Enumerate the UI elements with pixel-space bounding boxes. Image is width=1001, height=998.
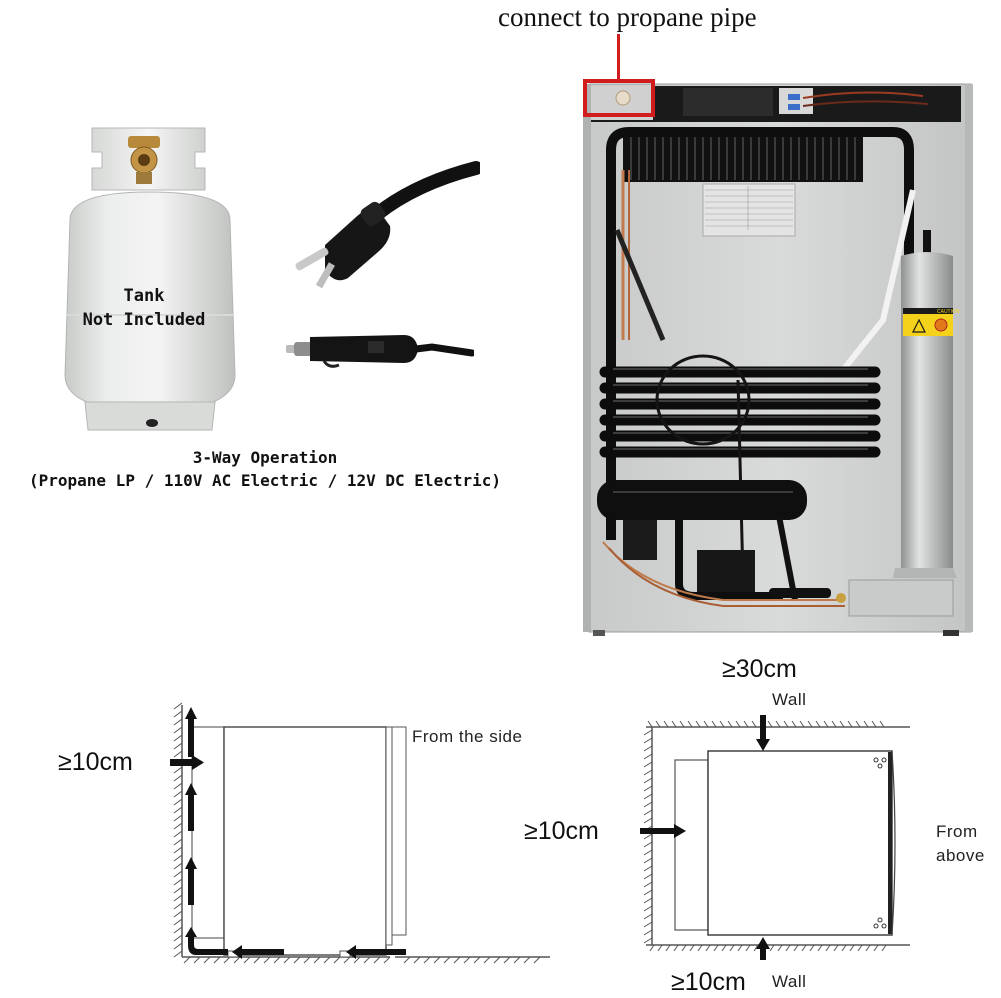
bottom-clearance-label: ≥10cm [671,968,746,996]
top-view-caption: From above [936,820,985,868]
bottom-wall-label: Wall [772,972,807,991]
side-rear-clearance-label: ≥10cm [58,748,133,776]
caution-label: CAUTION [937,309,960,315]
fridge-rear-absorption-unit: CAUTION [583,83,973,636]
top-view-clearance-diagram [640,715,910,960]
top-view-caption-line2: above [936,846,985,865]
side-view-clearance-diagram [170,702,550,964]
dc-car-plug-icon [286,335,474,368]
rear-wall-clearance-label: ≥10cm [524,817,599,845]
side-view-caption: From the side [412,727,523,746]
top-clearance-label: ≥30cm [722,655,797,683]
propane-tank-icon [64,127,236,431]
callout-leader-line [617,34,620,81]
tank-label-line2: Not Included [82,310,206,330]
three-way-operation-caption: 3-Way Operation (Propane LP / 110V AC El… [0,446,530,492]
tank-not-included-label: Tank Not Included [58,284,230,332]
ac-power-plug-icon [295,161,480,289]
propane-inlet-highlight-box [583,79,655,117]
tank-label-line1: Tank [123,286,165,306]
propane-connection-callout: connect to propane pipe [498,2,757,32]
operation-title: 3-Way Operation [192,448,338,467]
top-wall-label: Wall [772,690,807,709]
operation-modes: (Propane LP / 110V AC Electric / 12V DC … [28,471,501,490]
top-view-caption-line1: From [936,822,978,841]
